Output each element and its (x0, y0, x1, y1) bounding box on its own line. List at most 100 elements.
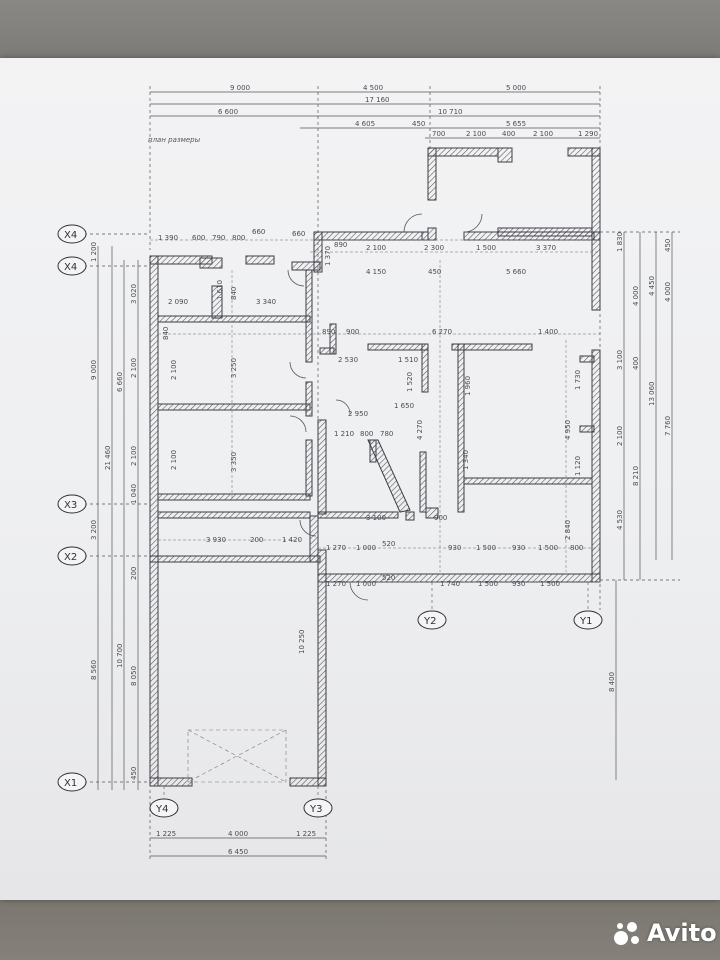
dim-garage-a: 1 225 (156, 830, 176, 838)
room3-a: 3 350 (230, 452, 238, 472)
dim-right-l: 400 (632, 357, 640, 370)
dim-bot-a5: 1 500 (476, 544, 496, 552)
dim-bot-a4: 930 (448, 544, 461, 552)
c4: 1 400 (538, 328, 558, 336)
c1: 890 (322, 328, 335, 336)
c16: 1 730 (574, 370, 582, 390)
dim-x4-b: 600 (192, 234, 205, 242)
room1-c: 1 610 (216, 280, 224, 300)
door-swings (287, 213, 483, 601)
room1-a: 2 090 (168, 298, 188, 306)
axis-x3: X3 (64, 500, 77, 511)
room2-c: 840 (162, 327, 170, 340)
top-dimension-lines (149, 86, 601, 610)
dim-top-1d: 17 160 (365, 96, 390, 104)
dim-bot-a3: 520 (382, 540, 395, 548)
c17: 4 950 (564, 420, 572, 440)
dim-x4-h: 2 100 (366, 244, 386, 252)
dim-right-h: 4 530 (616, 510, 624, 530)
dim-bot-a8: 800 (570, 544, 583, 552)
c6: 1 510 (398, 356, 418, 364)
axis-leader-lines (163, 582, 589, 799)
dim-x4-e: 660 (252, 228, 265, 236)
room4-a: 3 930 (206, 536, 226, 544)
dim-left-i: 3 020 (130, 284, 138, 304)
dim-left-j: 2 100 (130, 358, 138, 378)
dim-top-4d: 2 100 (533, 130, 553, 138)
dim-top-1a: 9 000 (230, 84, 250, 92)
dim-x4-d: 800 (232, 234, 245, 242)
dim-top-3a: 4 605 (355, 120, 375, 128)
plan-note: план размеры (148, 136, 201, 144)
dim-bot-a1: 1 270 (326, 544, 346, 552)
dim-left-k: 6 660 (116, 372, 124, 392)
dim-right-m: 4 000 (632, 286, 640, 306)
c18: 1 120 (574, 456, 582, 476)
c21: 1 340 (462, 450, 470, 470)
axis-x1: X1 (64, 778, 77, 789)
axis-x2: X2 (64, 552, 77, 563)
axis-y3: Y3 (309, 804, 322, 815)
floor-strip (0, 895, 720, 960)
walls (149, 147, 601, 787)
dim-bot-b2: 1 000 (356, 580, 376, 588)
dim-left-c: 8 560 (90, 660, 98, 680)
dim-bot-a2: 1 000 (356, 544, 376, 552)
axis-x4-second: X4 (64, 262, 77, 273)
dim-top-3c: 5 655 (506, 120, 526, 128)
dim-x4-j: 1 500 (476, 244, 496, 252)
room1-d: 840 (230, 287, 238, 300)
dim-right-g: 8 210 (632, 466, 640, 486)
dim-top-4a: 700 (432, 130, 445, 138)
c3: 6 270 (432, 328, 452, 336)
diagonal-wall (367, 439, 411, 513)
c19: 2 840 (564, 520, 572, 540)
c7: 1 520 (406, 372, 414, 392)
dim-x4-o: 1 370 (324, 246, 332, 266)
axis-markers (57, 224, 603, 818)
watermark-text: Avito (647, 919, 717, 947)
dim-bot-a7: 1 500 (538, 544, 558, 552)
c20: 1 960 (464, 376, 472, 396)
dim-right-f: 7 760 (664, 416, 672, 436)
right-dimension-lines (600, 231, 680, 780)
dim-x4-m: 450 (428, 268, 441, 276)
dim-right-c: 4 450 (648, 276, 656, 296)
dim-garage-c: 1 225 (296, 830, 316, 838)
dim-right-d: 4 000 (664, 282, 672, 302)
avito-watermark: Avito (612, 917, 717, 949)
dim-left-o: 450 (130, 767, 138, 780)
dim-x4-g: 890 (334, 241, 347, 249)
room2-a: 2 100 (170, 360, 178, 380)
c8: 1 650 (394, 402, 414, 410)
dim-left-l: 2 100 (130, 446, 138, 466)
dim-right-k: 2 100 (616, 426, 624, 446)
inner-dimension-lines (150, 239, 600, 583)
dim-right-j: 3 100 (616, 350, 624, 370)
dim-garage-b: 4 000 (228, 830, 248, 838)
dim-top-4e: 1 290 (578, 130, 598, 138)
axis-y4: Y4 (155, 804, 168, 815)
dim-left-m: 1 040 (130, 484, 138, 504)
dim-x4-i: 2 300 (424, 244, 444, 252)
room4-b: 200 (250, 536, 263, 544)
dim-left-a: 9 000 (90, 360, 98, 380)
dim-top-2b: 10 710 (438, 108, 463, 116)
dim-top-4b: 2 100 (466, 130, 486, 138)
dim-top-1b: 4 500 (363, 84, 383, 92)
dim-top-3b: 450 (412, 120, 425, 128)
left-dimension-lines (84, 233, 150, 790)
axis-x4-top: X4 (64, 230, 77, 241)
c12: 780 (380, 430, 393, 438)
dim-left-e: 10 700 (116, 644, 124, 669)
dim-left-h: 1 200 (90, 242, 98, 262)
room3-b: 2 100 (170, 450, 178, 470)
c14: 3 100 (366, 514, 386, 522)
c13: 4 270 (416, 420, 424, 440)
dim-right-i: 8 400 (608, 672, 616, 692)
dim-top-2a: 6 600 (218, 108, 238, 116)
axis-y2: Y2 (423, 616, 436, 627)
avito-logo-icon (614, 922, 639, 945)
dim-x4-k: 3 370 (536, 244, 556, 252)
room4-c: 1 420 (282, 536, 302, 544)
